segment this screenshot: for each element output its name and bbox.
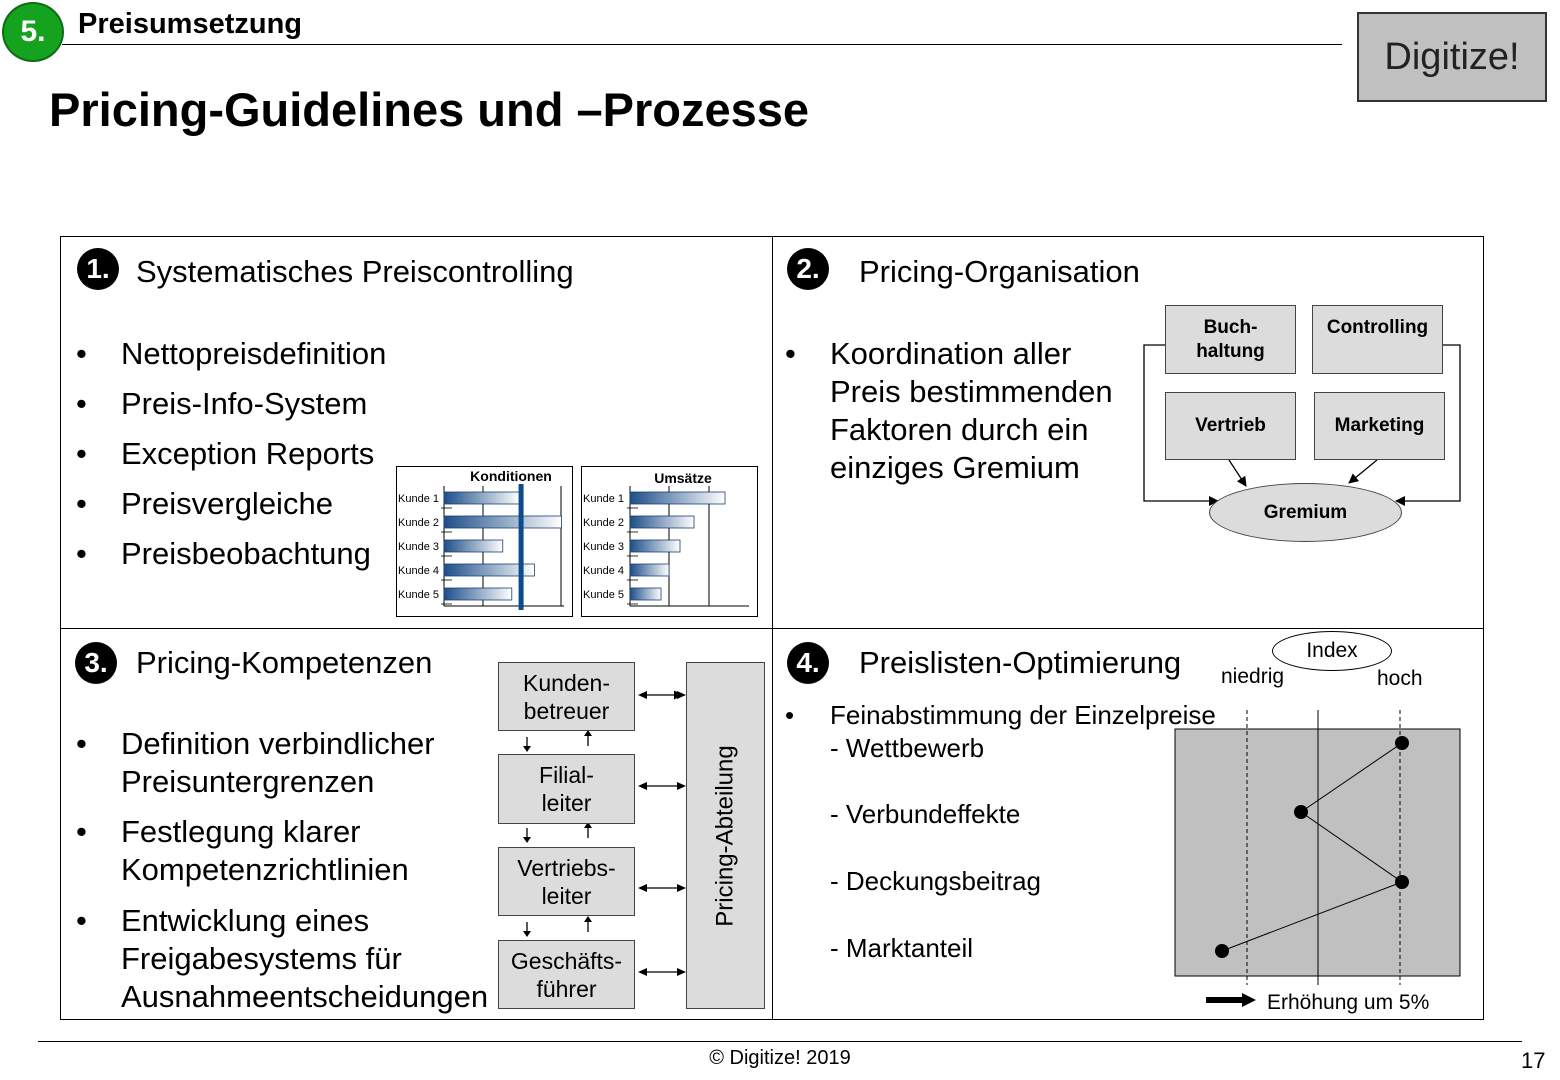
bar — [629, 515, 695, 529]
org-connectors — [1143, 344, 1461, 506]
org-box-marketing: Marketing — [1314, 392, 1445, 460]
legend-arrow-icon — [1206, 993, 1256, 1007]
bar-label: Kunde 3 — [398, 541, 439, 553]
bar-label: Kunde 4 — [583, 565, 624, 577]
box-geschaeftsfuehrer: Geschäfts-führer — [498, 940, 635, 1009]
pricing-abteilung-label: Pricing-Abteilung — [711, 744, 739, 927]
index-point — [1395, 875, 1409, 889]
box-filialleiter: Filial-leiter — [498, 754, 635, 824]
bar — [443, 563, 535, 577]
kompetenz-arrows — [523, 690, 686, 976]
bar-label: Kunde 3 — [583, 541, 624, 553]
q3-title: Pricing-Kompetenzen — [136, 645, 433, 680]
legend-label: Erhöhung um 5% — [1267, 991, 1430, 1014]
q4-number: 4. — [787, 642, 829, 684]
bar-label: Kunde 1 — [583, 493, 624, 505]
q4-item-marktanteil: - Marktanteil — [830, 933, 974, 963]
page-number: 17 — [1521, 1048, 1546, 1073]
bar — [629, 563, 670, 577]
logo: Digitize! — [1357, 12, 1547, 102]
index-point — [1395, 736, 1409, 750]
konditionen-title: Konditionen — [470, 468, 552, 484]
q2-number: 2. — [787, 248, 829, 290]
bar-label: Kunde 2 — [398, 517, 439, 529]
index-point — [1215, 944, 1229, 958]
section-title: Preisumsetzung — [78, 8, 302, 40]
bar — [629, 491, 726, 505]
threshold-marker — [518, 484, 524, 610]
org-box-buchhaltung: Buch-haltung — [1165, 305, 1296, 374]
umsaetze-title: Umsätze — [654, 470, 712, 486]
q1-title: Systematisches Preiscontrolling — [136, 254, 574, 289]
org-box-vertrieb: Vertrieb — [1165, 392, 1296, 460]
org-box-controlling: Controlling — [1312, 305, 1443, 374]
q1-number: 1. — [77, 248, 119, 290]
index-low-label: niedrig — [1221, 665, 1285, 688]
pricing-abteilung-box: Pricing-Abteilung — [686, 662, 765, 1009]
q4-item-deckungsbeitrag: - Deckungsbeitrag — [830, 866, 1041, 896]
bar-label: Kunde 5 — [398, 589, 439, 601]
q2-title: Pricing-Organisation — [859, 254, 1140, 289]
bar — [443, 539, 504, 553]
bar — [629, 539, 681, 553]
konditionen-chart: Konditionen Kunde 1 Kunde 2 Kunde 3 Kunde 4… — [396, 466, 573, 617]
q2-bullet: • Koordination aller Preis bestimmenden … — [785, 336, 1113, 485]
q1-bullet-5: •Preisbeobachtung — [76, 536, 371, 571]
section-divider — [62, 44, 1342, 45]
index-point — [1294, 805, 1308, 819]
q1-bullet-3: •Exception Reports — [76, 436, 375, 471]
bar — [443, 587, 513, 601]
bar — [443, 515, 562, 529]
q3-number: 3. — [75, 642, 117, 684]
section-number-badge: 5. — [2, 2, 64, 62]
umsaetze-chart: Umsätze Kunde 1 Kunde 2 Kunde 3 Kunde 4 Kund… — [581, 466, 758, 617]
index-label: Index — [1272, 631, 1392, 671]
q1-bullet-2: •Preis-Info-System — [76, 386, 368, 421]
box-kundenbetreuer: Kunden-betreuer — [498, 662, 635, 731]
gremium-ellipse: Gremium — [1209, 483, 1402, 542]
bar-label: Kunde 5 — [583, 589, 624, 601]
q4-title: Preislisten-Optimierung — [859, 645, 1182, 680]
grid-horizontal-divider — [60, 628, 1484, 629]
bar-label: Kunde 2 — [583, 517, 624, 529]
q4-bullet: •Feinabstimmung der Einzelpreise — [785, 700, 1216, 730]
copyright: © Digitize! 2019 — [709, 1047, 851, 1069]
page-title: Pricing-Guidelines und –Prozesse — [49, 83, 810, 136]
q4-item-verbundeffekte: - Verbundeffekte — [830, 799, 1021, 829]
bar — [629, 587, 662, 601]
bar-label: Kunde 4 — [398, 565, 439, 577]
q1-bullet-4: •Preisvergleiche — [76, 486, 333, 521]
index-plot — [1174, 710, 1461, 985]
q4-item-wettbewerb: - Wettbewerb — [830, 733, 985, 763]
bar-label: Kunde 1 — [398, 493, 439, 505]
q1-bullet-1: •Nettopreisdefinition — [76, 336, 387, 371]
index-high-label: hoch — [1377, 667, 1423, 690]
footer-divider — [38, 1041, 1522, 1042]
bar — [443, 491, 521, 505]
box-vertriebsleiter: Vertriebs-leiter — [498, 847, 635, 916]
